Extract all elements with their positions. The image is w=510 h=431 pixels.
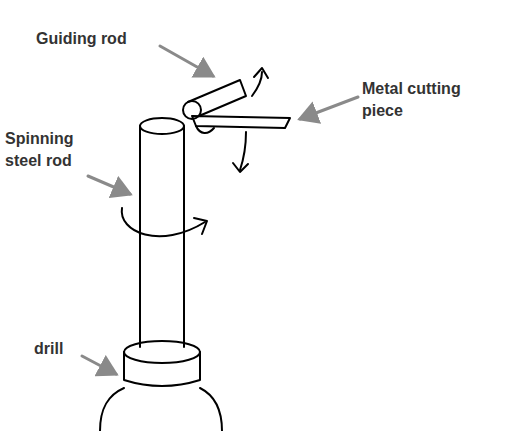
leader-arrow [160,46,213,76]
drill-body [100,388,222,431]
part-label: Spinning steel rod [5,128,87,172]
drill-chuck [124,352,200,386]
down-arrowhead [233,163,248,172]
rod-top [140,118,184,134]
part-label: Guiding rod [36,28,127,50]
up-arrowhead [254,68,268,78]
leader-arrow [88,176,130,194]
down-arrow [240,132,246,170]
cutting-piece-joint [196,126,214,133]
spin-arrowhead [194,218,207,234]
guiding-rod [188,80,246,116]
part-label: Metal cutting piece [362,78,480,122]
spin-arrow [122,208,205,236]
leader-arrow [300,97,358,119]
up-arrow [252,72,262,96]
cutting-piece [192,116,290,128]
drill-chuck-top [124,341,200,363]
leader-arrow [82,356,116,374]
part-label: drill [34,338,63,360]
